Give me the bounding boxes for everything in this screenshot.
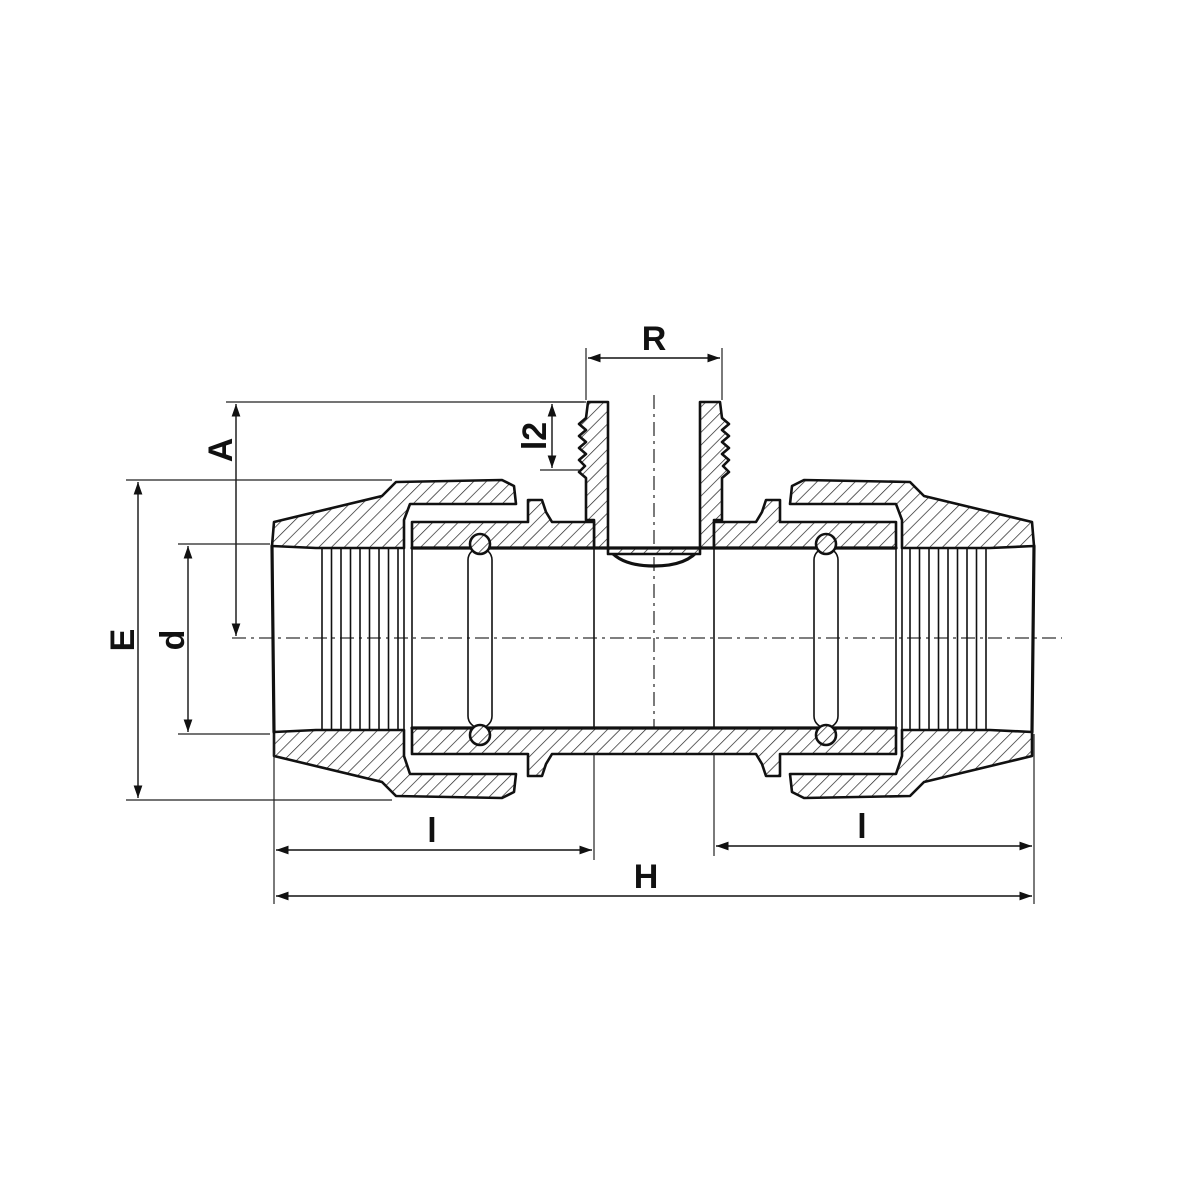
body-bottom-wall: [410, 726, 898, 778]
branch-bore-curve: [606, 546, 702, 568]
dim-l-left-label: l: [427, 812, 436, 850]
left-grip-ring-teeth: [321, 548, 399, 730]
dim-H-label: H: [634, 858, 659, 896]
right-oring-top: [814, 532, 838, 556]
dim-A-label: A: [202, 438, 240, 463]
left-end-face: [270, 544, 276, 734]
dim-l2-label: l2: [516, 422, 554, 450]
left-oring-top: [468, 532, 492, 556]
center-lines: [232, 395, 1062, 740]
tee-body: [270, 400, 1036, 800]
dim-R-label: R: [642, 320, 667, 358]
left-mouth-top: [271, 545, 317, 549]
right-nut-bottom: [788, 728, 1034, 800]
dim-d-label: d: [154, 630, 192, 651]
left-mouth-bottom: [273, 729, 317, 733]
dim-l-right-label: l: [857, 808, 866, 846]
right-end-face: [1030, 544, 1036, 734]
dim-E-label: E: [104, 629, 142, 652]
right-mouth-top: [989, 545, 1035, 549]
left-nut-bottom: [272, 728, 518, 800]
right-grip-ring-teeth: [909, 548, 987, 730]
right-mouth-bottom: [989, 729, 1033, 733]
right-oring-bottom: [814, 723, 838, 747]
dimensions: R l2 A E d l l H: [104, 320, 1035, 904]
left-oring-bottom: [468, 723, 492, 747]
